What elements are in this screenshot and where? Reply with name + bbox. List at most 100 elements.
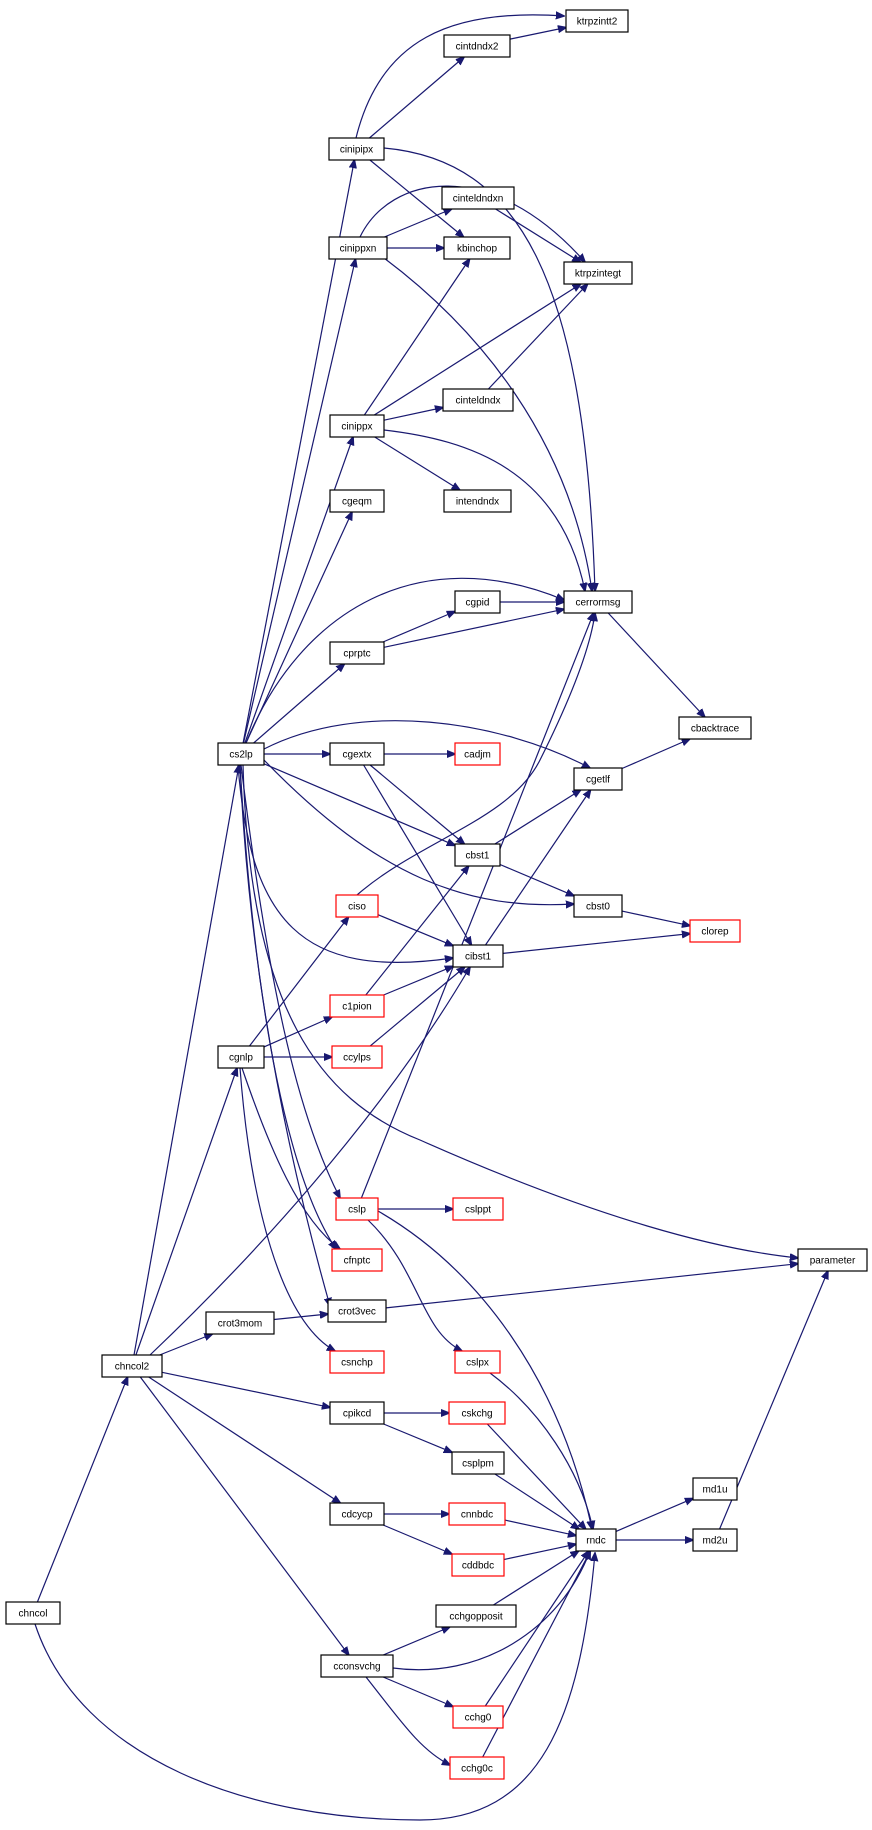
node-cpikcd[interactable]: cpikcd — [329, 1401, 385, 1425]
node-cinippx[interactable]: cinippx — [329, 414, 385, 438]
node-crot3mom-box[interactable] — [205, 1311, 275, 1335]
node-cinteldndx[interactable]: cinteldndx — [442, 388, 514, 412]
node-cinteldndxn[interactable]: cinteldndxn — [441, 186, 515, 210]
node-cchgopposit-box[interactable] — [435, 1604, 517, 1628]
node-cgeqm[interactable]: cgeqm — [329, 489, 385, 513]
node-md2u[interactable]: md2u — [692, 1528, 738, 1552]
node-cintdndx2-box[interactable] — [443, 34, 511, 58]
node-cconsvchg-box[interactable] — [320, 1654, 394, 1678]
node-cbst0[interactable]: cbst0 — [573, 894, 623, 918]
node-chncol2-box[interactable] — [101, 1354, 163, 1378]
node-cinteldndxn-box[interactable] — [441, 186, 515, 210]
node-cprptc-box[interactable] — [329, 641, 385, 665]
node-cinippxn-box[interactable] — [328, 236, 388, 260]
node-intendndx-box[interactable] — [443, 489, 512, 513]
node-cadjm[interactable]: cadjm — [454, 742, 501, 766]
node-crot3mom[interactable]: crot3mom — [205, 1311, 275, 1335]
node-cadjm-box[interactable] — [454, 742, 501, 766]
node-cprptc[interactable]: cprptc — [329, 641, 385, 665]
node-csplpm[interactable]: csplpm — [451, 1451, 505, 1475]
node-cgetlf-box[interactable] — [573, 767, 623, 791]
node-ciso-box[interactable] — [335, 894, 379, 918]
node-cbacktrace[interactable]: cbacktrace — [678, 716, 752, 740]
node-cbst0-box[interactable] — [573, 894, 623, 918]
node-cs2lp-box[interactable] — [217, 742, 265, 766]
node-cskchg[interactable]: cskchg — [448, 1401, 506, 1425]
node-cinippx-box[interactable] — [329, 414, 385, 438]
node-cerrormsg-box[interactable] — [563, 590, 633, 614]
node-cpikcd-box[interactable] — [329, 1401, 385, 1425]
node-cfnptc[interactable]: cfnptc — [331, 1248, 383, 1272]
node-cddbdc[interactable]: cddbdc — [451, 1553, 505, 1577]
node-cfnptc-box[interactable] — [331, 1248, 383, 1272]
node-cnnbdc-box[interactable] — [448, 1502, 506, 1526]
node-parameter[interactable]: parameter — [797, 1248, 868, 1272]
node-cgextx[interactable]: cgextx — [329, 742, 385, 766]
node-kbinchop-box[interactable] — [443, 236, 511, 260]
node-ccylps-box[interactable] — [331, 1045, 383, 1069]
node-cinteldndx-box[interactable] — [442, 388, 514, 412]
node-cibst1-box[interactable] — [452, 944, 504, 968]
node-clorep-box[interactable] — [689, 919, 741, 943]
node-cchg0-box[interactable] — [452, 1705, 504, 1729]
node-cintdndx2[interactable]: cintdndx2 — [443, 34, 511, 58]
node-cgextx-box[interactable] — [329, 742, 385, 766]
node-cinipipx-box[interactable] — [328, 137, 385, 161]
node-ccylps[interactable]: ccylps — [331, 1045, 383, 1069]
node-cinipipx[interactable]: cinipipx — [328, 137, 385, 161]
node-md1u-box[interactable] — [692, 1477, 738, 1501]
node-ktrpzintt2[interactable]: ktrpzintt2 — [565, 9, 629, 33]
node-cerrormsg[interactable]: cerrormsg — [563, 590, 633, 614]
node-crot3vec[interactable]: crot3vec — [327, 1299, 387, 1323]
node-cchg0c-box[interactable] — [449, 1756, 505, 1780]
node-cgnlp[interactable]: cgnlp — [217, 1045, 265, 1069]
node-cchg0[interactable]: cchg0 — [452, 1705, 504, 1729]
node-cslp-box[interactable] — [335, 1197, 379, 1221]
node-md2u-box[interactable] — [692, 1528, 738, 1552]
node-csnchp-box[interactable] — [329, 1350, 385, 1374]
node-clorep[interactable]: clorep — [689, 919, 741, 943]
node-cddbdc-box[interactable] — [451, 1553, 505, 1577]
node-crot3vec-box[interactable] — [327, 1299, 387, 1323]
node-cslpx-box[interactable] — [454, 1350, 501, 1374]
node-cgeqm-box[interactable] — [329, 489, 385, 513]
node-cnnbdc[interactable]: cnnbdc — [448, 1502, 506, 1526]
node-cgpid[interactable]: cgpid — [454, 590, 501, 614]
node-cskchg-box[interactable] — [448, 1401, 506, 1425]
node-chncol2[interactable]: chncol2 — [101, 1354, 163, 1378]
node-cchg0c[interactable]: cchg0c — [449, 1756, 505, 1780]
node-rndc[interactable]: rndc — [575, 1528, 617, 1552]
node-cslppt[interactable]: cslppt — [452, 1197, 504, 1221]
node-cdcycp[interactable]: cdcycp — [329, 1502, 385, 1526]
node-rndc-box[interactable] — [575, 1528, 617, 1552]
node-chncol-box[interactable] — [5, 1601, 61, 1625]
node-cbst1-box[interactable] — [454, 843, 501, 867]
node-ktrpzintt2-box[interactable] — [565, 9, 629, 33]
node-cgnlp-box[interactable] — [217, 1045, 265, 1069]
node-cconsvchg[interactable]: cconsvchg — [320, 1654, 394, 1678]
node-ktrpzintegt[interactable]: ktrpzintegt — [563, 261, 633, 285]
node-c1pion-box[interactable] — [329, 994, 385, 1018]
node-cslppt-box[interactable] — [452, 1197, 504, 1221]
node-csplpm-box[interactable] — [451, 1451, 505, 1475]
node-cslp[interactable]: cslp — [335, 1197, 379, 1221]
node-csnchp[interactable]: csnchp — [329, 1350, 385, 1374]
node-cdcycp-box[interactable] — [329, 1502, 385, 1526]
node-cgpid-box[interactable] — [454, 590, 501, 614]
node-ciso[interactable]: ciso — [335, 894, 379, 918]
node-cbacktrace-box[interactable] — [678, 716, 752, 740]
node-parameter-box[interactable] — [797, 1248, 868, 1272]
node-cs2lp[interactable]: cs2lp — [217, 742, 265, 766]
node-cslpx[interactable]: cslpx — [454, 1350, 501, 1374]
node-cibst1[interactable]: cibst1 — [452, 944, 504, 968]
node-kbinchop[interactable]: kbinchop — [443, 236, 511, 260]
node-ktrpzintegt-box[interactable] — [563, 261, 633, 285]
node-cbst1[interactable]: cbst1 — [454, 843, 501, 867]
node-cchgopposit[interactable]: cchgopposit — [435, 1604, 517, 1628]
node-c1pion[interactable]: c1pion — [329, 994, 385, 1018]
node-chncol[interactable]: chncol — [5, 1601, 61, 1625]
node-md1u[interactable]: md1u — [692, 1477, 738, 1501]
node-cgetlf[interactable]: cgetlf — [573, 767, 623, 791]
node-cinippxn[interactable]: cinippxn — [328, 236, 388, 260]
node-intendndx[interactable]: intendndx — [443, 489, 512, 513]
